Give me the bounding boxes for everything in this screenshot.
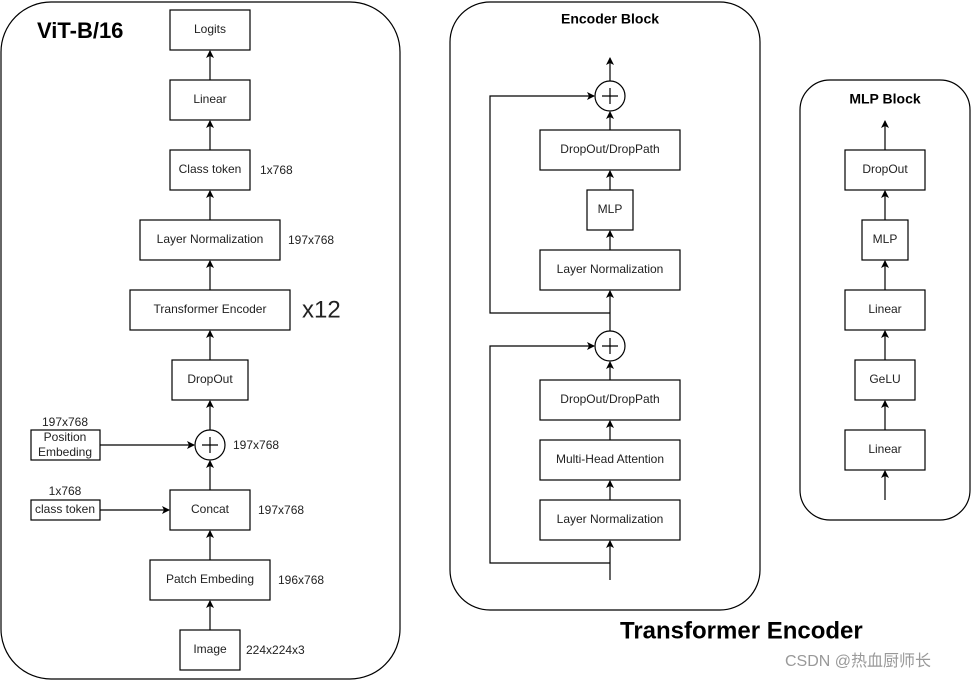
patch-embedding-box: Patch Embeding xyxy=(149,559,271,601)
mlp-dropout-label: DropOut xyxy=(862,162,908,176)
add-node-top xyxy=(594,80,626,112)
concat-box: Concat xyxy=(169,489,251,531)
encoder-block-title: Encoder Block xyxy=(561,11,659,27)
vit-title: ViT-B/16 xyxy=(37,18,123,43)
pos-embed-label-2: Embeding xyxy=(38,445,92,459)
linear-box: Linear xyxy=(169,79,251,121)
pos-embed-dim: 197x768 xyxy=(42,415,88,429)
linear-bottom-box: Linear xyxy=(844,429,926,471)
cls-input-label: class token xyxy=(35,502,95,516)
mlp-inner-box: MLP xyxy=(861,219,909,261)
mlp-inner-label: MLP xyxy=(873,232,898,246)
dropout-droppath-bottom-label: DropOut/DropPath xyxy=(560,392,659,406)
class-token-label: Class token xyxy=(179,162,242,176)
dropout-droppath-top-box: DropOut/DropPath xyxy=(539,129,681,171)
encoder-arrows xyxy=(489,57,614,580)
transformer-encoder-caption: Transformer Encoder xyxy=(620,617,863,644)
repeat-label: x12 xyxy=(302,296,341,323)
dropout-box: DropOut xyxy=(171,359,249,401)
layer-norm-dim: 197x768 xyxy=(288,233,334,247)
concat-label: Concat xyxy=(191,502,230,516)
encoder-block-panel: Encoder Block DropOut/DropPath MLP Layer… xyxy=(449,1,761,611)
transformer-encoder-label: Transformer Encoder xyxy=(154,302,267,316)
mlp-block-title: MLP Block xyxy=(849,91,921,107)
mlp-label: MLP xyxy=(598,202,623,216)
dropout-droppath-bottom-box: DropOut/DropPath xyxy=(539,379,681,421)
layer-norm-top-label: Layer Normalization xyxy=(557,262,664,276)
linear-bottom-label: Linear xyxy=(868,442,901,456)
layer-norm-label: Layer Normalization xyxy=(157,232,264,246)
cls-input-dim: 1x768 xyxy=(49,484,82,498)
mlp-block-panel: MLP Block DropOut MLP Linear GeLU Linear xyxy=(799,79,971,521)
class-token-box: Class token xyxy=(169,149,251,191)
pos-embed-label-1: Position xyxy=(44,430,87,444)
mlp-dropout-box: DropOut xyxy=(844,149,926,191)
patch-embed-label: Patch Embeding xyxy=(166,572,254,586)
class-token-dim: 1x768 xyxy=(260,163,293,177)
linear-top-box: Linear xyxy=(844,289,926,331)
add-node xyxy=(194,429,226,461)
vit-panel: ViT-B/16 Logits Linear Class token 1x768… xyxy=(0,1,401,680)
vit-arrows xyxy=(100,50,214,630)
layer-norm-bottom-label: Layer Normalization xyxy=(557,512,664,526)
linear-top-label: Linear xyxy=(868,302,901,316)
gelu-box: GeLU xyxy=(854,359,916,401)
layer-norm-bottom-box: Layer Normalization xyxy=(539,499,681,541)
layer-norm-top-box: Layer Normalization xyxy=(539,249,681,291)
concat-dim: 197x768 xyxy=(258,503,304,517)
dropout-droppath-top-label: DropOut/DropPath xyxy=(560,142,659,156)
patch-embed-dim: 196x768 xyxy=(278,573,324,587)
watermark: CSDN @热血厨师长 xyxy=(785,652,931,670)
add-dim: 197x768 xyxy=(233,438,279,452)
mlp-box: MLP xyxy=(586,189,634,231)
layer-norm-box: Layer Normalization xyxy=(139,219,281,261)
image-label: Image xyxy=(193,642,227,656)
logits-label: Logits xyxy=(194,22,226,36)
image-box: Image xyxy=(179,629,241,671)
image-dim: 224x224x3 xyxy=(246,643,305,657)
linear-label: Linear xyxy=(193,92,226,106)
mha-label: Multi-Head Attention xyxy=(556,452,664,466)
dropout-label: DropOut xyxy=(187,372,233,386)
multi-head-attention-box: Multi-Head Attention xyxy=(539,439,681,481)
gelu-label: GeLU xyxy=(869,372,900,386)
add-node-bottom xyxy=(594,330,626,362)
transformer-encoder-box: Transformer Encoder xyxy=(129,289,291,331)
class-token-input-box: class token xyxy=(30,499,101,521)
logits-box: Logits xyxy=(169,9,251,51)
